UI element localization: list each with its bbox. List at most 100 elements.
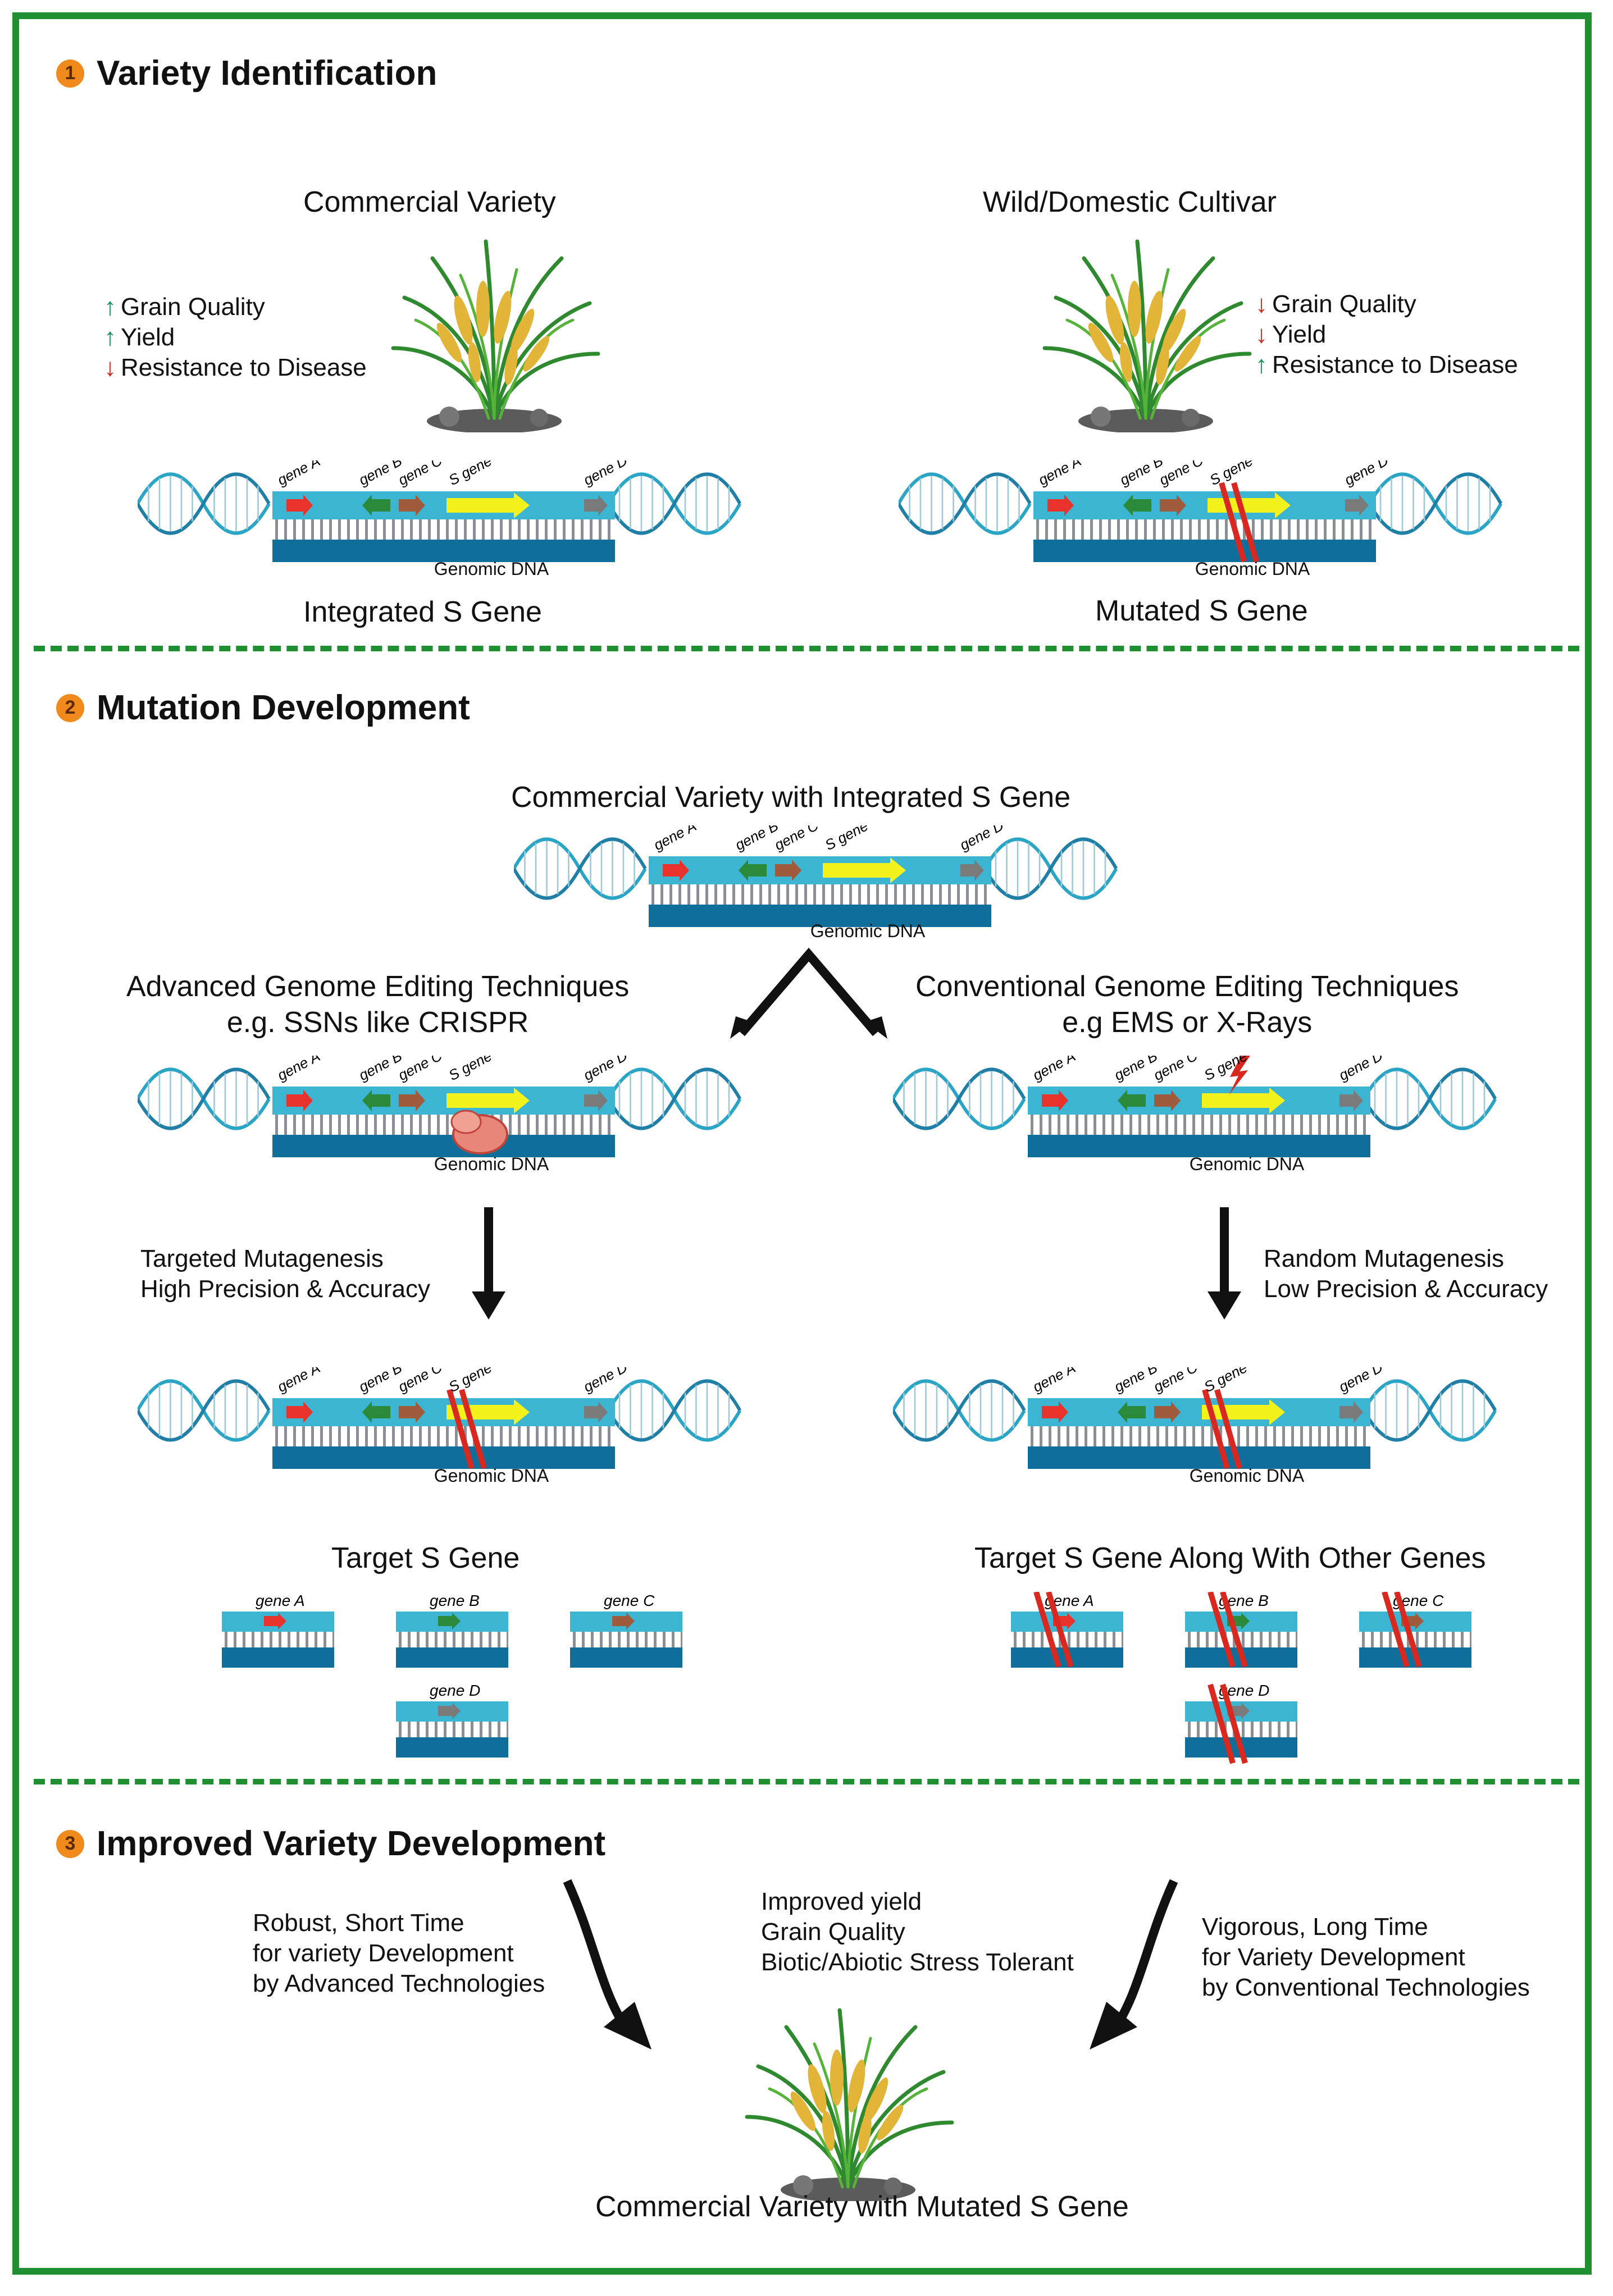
svg-text:gene A: gene A [256, 1592, 305, 1609]
advanced-timeline-line2: for variety Development [253, 1939, 514, 1967]
rice-plant-icon [736, 2005, 960, 2201]
gene-label: gene A [1036, 460, 1084, 489]
integrated-s-gene-caption: Integrated S Gene [303, 596, 542, 628]
genomic-dna-label: Genomic DNA [1189, 1466, 1305, 1486]
commercial-traits: ↑Grain Quality ↑Yield ↓Resistance to Dis… [104, 292, 367, 383]
random-desc-line2: Low Precision & Accuracy [1264, 1275, 1548, 1303]
conventional-title-line1: Conventional Genome Editing Techniques [915, 970, 1459, 1003]
genomic-dna-label: Genomic DNA [1195, 559, 1310, 579]
crispr-nuclease-icon [450, 1110, 508, 1154]
advanced-timeline-line1: Robust, Short Time [253, 1909, 464, 1937]
trait-label: Grain Quality [1272, 290, 1416, 318]
mutated-gene-fragment-d: gene D [1185, 1682, 1297, 1772]
section-3-header: 3 Improved Variety Development [56, 1824, 605, 1864]
conventional-timeline-line2: for Variety Development [1202, 1943, 1465, 1971]
section-3-title: Improved Variety Development [97, 1824, 606, 1863]
up-arrow-icon: ↑ [104, 323, 116, 351]
gene-label: S gene [446, 460, 495, 489]
section-2-number: 2 [56, 693, 84, 722]
down-arrow-icon: ↓ [1255, 321, 1268, 348]
gene-label: gene A [651, 825, 699, 853]
random-desc-line1: Random Mutagenesis [1264, 1245, 1505, 1272]
wild-traits: ↓Grain Quality ↓Yield ↑Resistance to Dis… [1255, 289, 1518, 380]
trait-row: ↑Yield [104, 322, 367, 353]
section-1-header: 1 Variety Identification [56, 53, 437, 93]
advanced-title-line2: e.g. SSNs like CRISPR [226, 1006, 529, 1039]
gene-label: gene A [275, 460, 323, 489]
gene-label: S gene [1201, 1367, 1250, 1395]
advanced-timeline-line3: by Advanced Technologies [253, 1970, 545, 1997]
section-1-title: Variety Identification [97, 54, 438, 93]
targeted-desc-line2: High Precision & Accuracy [140, 1275, 430, 1303]
up-arrow-icon: ↑ [1255, 351, 1268, 378]
conventional-title-line2: e.g EMS or X-Rays [1062, 1006, 1313, 1039]
gene-label: S gene [822, 825, 871, 853]
curved-arrow-left-icon [563, 1879, 651, 2049]
conventional-timeline-line1: Vigorous, Long Time [1202, 1913, 1428, 1941]
mutated-gene-fragments: gene A gene B gene C [1011, 1592, 1471, 1732]
improvement-benefits-text: Improved yield Grain Quality Biotic/Abio… [761, 1887, 1074, 1978]
advanced-techniques-title: Advanced Genome Editing Techniques e.g. … [126, 969, 629, 1040]
targeted-desc-line1: Targeted Mutagenesis [140, 1245, 384, 1272]
down-arrow-icon [472, 1207, 505, 1320]
svg-text:gene C: gene C [604, 1592, 655, 1609]
trait-row: ↓Yield [1255, 319, 1518, 350]
benefit-line3: Biotic/Abiotic Stress Tolerant [761, 1948, 1074, 1976]
commercial-variety-title: Commercial Variety [303, 186, 556, 218]
section-divider [34, 646, 1579, 651]
advanced-timeline-text: Robust, Short Time for variety Developme… [253, 1908, 545, 1999]
branch-arrow-icon [730, 947, 887, 1039]
radiation-bolt-icon [1229, 1056, 1250, 1095]
svg-text:gene B: gene B [430, 1592, 480, 1609]
advanced-title-line1: Advanced Genome Editing Techniques [126, 970, 630, 1003]
trait-row: ↓Resistance to Disease [104, 353, 367, 383]
trait-label: Yield [1272, 321, 1327, 348]
trait-row: ↓Grain Quality [1255, 289, 1518, 319]
trait-row: ↑Grain Quality [104, 292, 367, 322]
gene-label: gene A [1030, 1056, 1078, 1084]
section-2-title: Mutation Development [97, 688, 470, 727]
down-arrow-icon: ↓ [104, 354, 116, 381]
wild-cultivar-title: Wild/Domestic Cultivar [983, 186, 1277, 218]
gene-label: gene A [1030, 1367, 1078, 1395]
conventional-techniques-title: Conventional Genome Editing Techniques e… [915, 969, 1459, 1040]
intact-gene-fragments: gene A gene B gene C [222, 1592, 682, 1668]
genomic-dna-label: Genomic DNA [810, 921, 926, 941]
down-arrow-icon [1208, 1207, 1241, 1320]
gene-label: gene A [275, 1367, 323, 1395]
genomic-dna-label: Genomic DNA [434, 559, 549, 579]
svg-text:gene D: gene D [430, 1682, 480, 1699]
rice-plant-icon [1033, 236, 1258, 432]
conventional-timeline-line3: by Conventional Technologies [1202, 1974, 1530, 2001]
section-3-number: 3 [56, 1829, 84, 1858]
genomic-dna-label: Genomic DNA [434, 1154, 549, 1174]
outer-frame [12, 12, 1592, 2275]
section-2-header: 2 Mutation Development [56, 688, 470, 728]
random-mutagenesis-desc: Random Mutagenesis Low Precision & Accur… [1264, 1244, 1548, 1304]
gene-label: S gene [446, 1367, 495, 1395]
rice-plant-icon [382, 236, 607, 432]
trait-label: Yield [121, 323, 175, 351]
final-variety-caption: Commercial Variety with Mutated S Gene [595, 2190, 1129, 2223]
trait-label: Resistance to Disease [121, 354, 367, 381]
trait-row: ↑Resistance to Disease [1255, 350, 1518, 380]
section-divider [34, 1779, 1579, 1784]
down-arrow-icon: ↓ [1255, 290, 1268, 318]
curved-arrow-right-icon [1090, 1879, 1178, 2049]
benefit-line1: Improved yield [761, 1888, 922, 1915]
targeted-mutagenesis-desc: Targeted Mutagenesis High Precision & Ac… [140, 1244, 430, 1304]
gene-label: S gene [1207, 460, 1256, 489]
up-arrow-icon: ↑ [104, 293, 116, 321]
gene-label: S gene [1201, 1056, 1250, 1084]
section-1-number: 1 [56, 59, 84, 88]
intact-gene-fragment-d: gene D [396, 1682, 508, 1758]
gene-label: S gene [446, 1056, 495, 1084]
conventional-timeline-text: Vigorous, Long Time for Variety Developm… [1202, 1912, 1530, 2003]
